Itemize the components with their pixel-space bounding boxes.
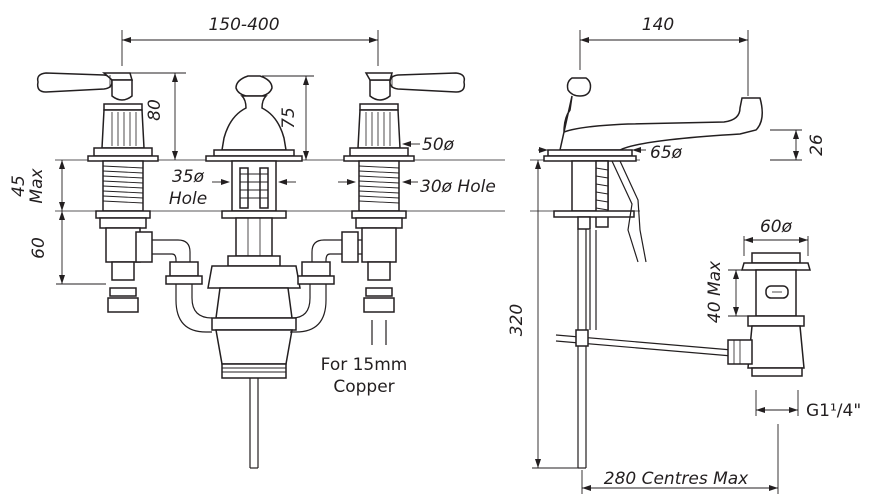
connecting-pipes <box>135 231 362 333</box>
left-headwork <box>87 103 159 162</box>
dim-tail-length: 60 <box>29 211 106 285</box>
label-spout-hole: 35ø <box>172 167 205 187</box>
dim-spout-rise: 26 <box>770 129 827 161</box>
copper-note: For 15mm Copper <box>321 355 408 397</box>
label-waste-diameter: 60ø <box>760 217 793 237</box>
label-body-diameter: 50ø <box>422 135 455 155</box>
label-spout-rise: 26 <box>807 134 827 156</box>
dim-centres-max: 280 Centres Max <box>581 424 779 494</box>
dim-centres: 150-400 <box>121 15 379 66</box>
label-centres: 150-400 <box>208 15 279 35</box>
right-headwork <box>343 103 415 162</box>
label-waste-height: 40 Max <box>705 260 725 323</box>
label-tail-length: 60 <box>29 237 49 259</box>
dim-waste-thread: G1¹/4" <box>755 390 861 421</box>
label-waste-thread: G1¹/4" <box>806 401 861 421</box>
side-view: 140 26 65ø 320 <box>507 15 861 494</box>
dim-waste-height: 40 Max <box>705 260 748 323</box>
label-reach: 140 <box>642 15 674 35</box>
right-lever-handle <box>364 72 466 101</box>
dim-spout-height: 75 <box>262 75 314 160</box>
label-spout-hole-word: Hole <box>169 189 207 209</box>
side-waste <box>727 252 811 377</box>
label-spout-height: 75 <box>279 107 299 129</box>
dim-base-diameter: 65ø <box>538 143 683 163</box>
label-handle-height: 80 <box>145 99 165 121</box>
dim-tap-hole: 30ø Hole <box>338 177 496 197</box>
side-spout <box>543 77 763 469</box>
dim-reach: 140 <box>579 15 749 96</box>
right-shank <box>351 160 407 345</box>
dim-waste-diameter: 60ø <box>743 217 809 256</box>
front-waste-body <box>207 255 301 469</box>
dim-handle-height: 80 <box>122 72 186 160</box>
label-copper-line1: For 15mm <box>321 355 408 375</box>
front-view: 150-400 80 75 50ø 45 <box>9 15 496 469</box>
dim-spout-hole: 35ø Hole <box>169 167 296 209</box>
label-copper-line2: Copper <box>333 377 394 397</box>
label-centres-max: 280 Centres Max <box>604 469 749 489</box>
label-tap-hole: 30ø Hole <box>420 177 496 197</box>
label-deck-max: Max <box>27 167 47 203</box>
left-shank <box>95 160 151 313</box>
centre-spout <box>205 75 303 257</box>
label-overall-height: 320 <box>507 304 527 336</box>
side-pop-up-rod <box>555 329 733 357</box>
label-base-diameter: 65ø <box>650 143 683 163</box>
label-deck-thickness: 45 <box>9 175 29 197</box>
left-lever-handle <box>36 72 133 101</box>
dim-overall-height: 320 <box>507 160 578 469</box>
dim-deck-thickness: 45 Max <box>9 160 65 211</box>
dim-body-diameter: 50ø <box>402 135 455 155</box>
